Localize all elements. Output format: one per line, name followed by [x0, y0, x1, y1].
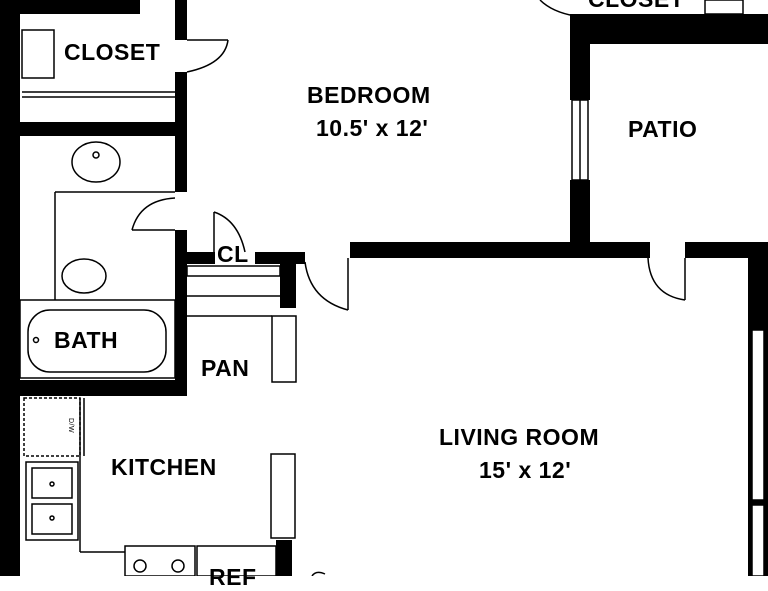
wall-closet-top: [20, 0, 140, 14]
closet-door-arc: [186, 39, 229, 73]
sink: [71, 141, 121, 183]
bedroom-size: 10.5' x 12': [316, 115, 429, 141]
closet-label: CLOSET: [64, 39, 161, 65]
kitchen-label: KITCHEN: [111, 454, 217, 480]
dishwasher-label: D/W: [67, 418, 74, 434]
closet-top-label: CLOSET: [588, 0, 684, 13]
pantry-label: PAN: [201, 355, 250, 381]
entry-door-arc: [311, 571, 326, 576]
bathtub-outer: [19, 299, 176, 379]
cl-door-arc: [213, 211, 246, 253]
walls: [0, 0, 768, 576]
closet-door-arc-top: [539, 0, 576, 17]
cl-label: CL: [217, 241, 249, 267]
bathtub-inner: [27, 309, 167, 373]
bath-label: BATH: [54, 327, 119, 353]
bedroom-door-arc: [304, 261, 349, 311]
floor-plan: [0, 0, 768, 576]
kitchen-counter: [270, 453, 296, 539]
window-right-upper: [751, 329, 765, 501]
living-room-size: 15' x 12': [479, 457, 572, 483]
closet-shelf: [21, 29, 55, 79]
pantry-shelf: [271, 315, 297, 383]
wall-bedroom-bottom: [350, 242, 650, 258]
window-top-right: [704, 0, 744, 15]
wall-patio-top: [570, 14, 768, 44]
patio-label: PATIO: [628, 116, 698, 142]
wall-patio-bottom-right: [685, 242, 768, 258]
kitchen-sink: [25, 461, 79, 541]
wall-closet-right: [175, 0, 187, 40]
toilet: [61, 258, 107, 294]
stove: [124, 545, 196, 576]
wall-closet-bath: [0, 122, 187, 136]
wall-cl-closet-right: [280, 258, 296, 308]
wall-left-exterior: [0, 0, 20, 576]
patio-door-arc: [647, 257, 686, 301]
cl-shelf: [186, 265, 281, 277]
wall-kitchen-bottom: [276, 540, 292, 576]
wall-cl-left: [175, 252, 215, 264]
living-room-label: LIVING ROOM: [439, 424, 600, 450]
window-right-lower: [751, 504, 765, 576]
refrigerator-label: REF: [209, 564, 257, 590]
wall-patio-left-bottom: [570, 180, 590, 258]
wall-bath-right: [175, 230, 187, 395]
bedroom-label: BEDROOM: [307, 82, 431, 108]
wall-bath-bottom: [0, 380, 187, 396]
bath-door-arc: [131, 197, 176, 231]
refrigerator: [196, 545, 277, 576]
